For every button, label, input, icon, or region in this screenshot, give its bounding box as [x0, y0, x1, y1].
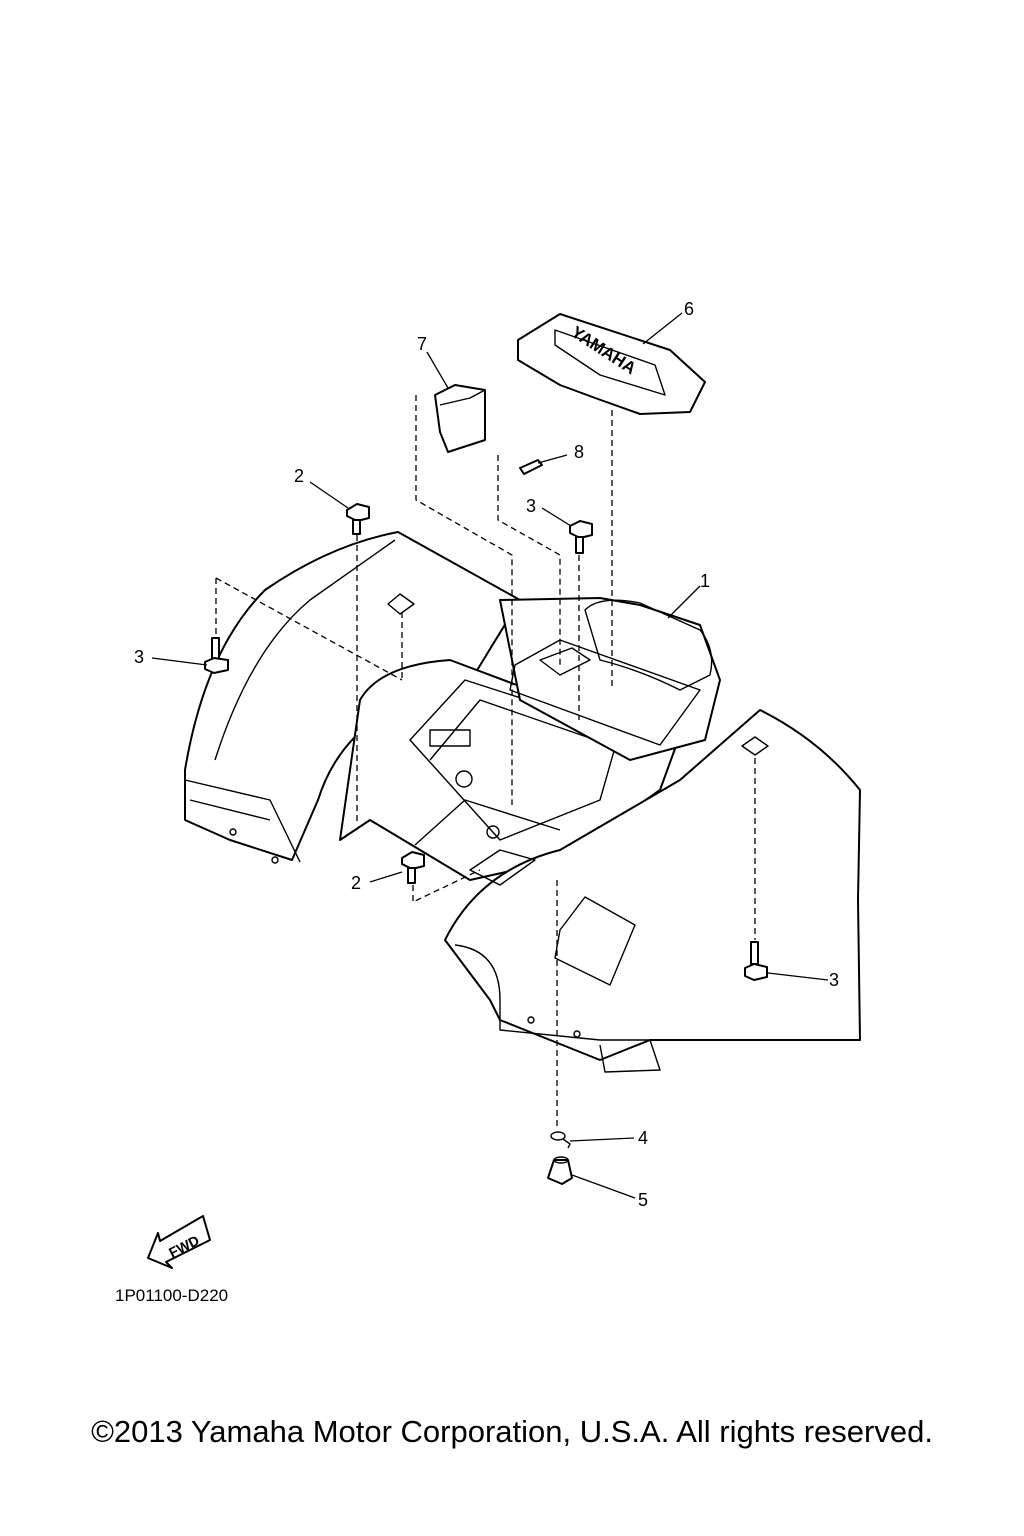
callout-3-center: 3 — [526, 496, 536, 516]
diagram-code: 1P01100-D220 — [115, 1286, 228, 1305]
callout-7: 7 — [417, 334, 427, 354]
small-piece-part-8 — [519, 459, 543, 475]
callout-8: 8 — [574, 442, 584, 462]
nut-part-5 — [547, 1156, 573, 1185]
callout-6: 6 — [684, 299, 694, 319]
block-part-7 — [434, 384, 486, 453]
rear-fender-part-1 — [184, 531, 861, 1073]
clip-part-4 — [550, 1131, 571, 1149]
bolt-2-top — [346, 503, 370, 535]
bolt-3-right — [744, 941, 768, 981]
callout-1: 1 — [700, 571, 710, 591]
leader-lines — [151, 312, 829, 1199]
assembly-lines — [215, 395, 756, 1130]
callout-3-right: 3 — [829, 970, 839, 990]
bolt-3-center — [569, 520, 593, 554]
callout-3-left: 3 — [134, 647, 144, 667]
bolt-3-left — [204, 637, 229, 674]
callout-4: 4 — [638, 1128, 648, 1148]
callout-2-bottom: 2 — [351, 873, 361, 893]
bolt-2-bottom — [401, 851, 425, 884]
callout-5: 5 — [638, 1190, 648, 1210]
copyright-notice: ©2013 Yamaha Motor Corporation, U.S.A. A… — [91, 1414, 933, 1449]
callout-2-top: 2 — [294, 466, 304, 486]
fwd-arrow-icon: FWD — [147, 1215, 211, 1269]
cover-part-6: YAMAHA — [517, 313, 706, 415]
